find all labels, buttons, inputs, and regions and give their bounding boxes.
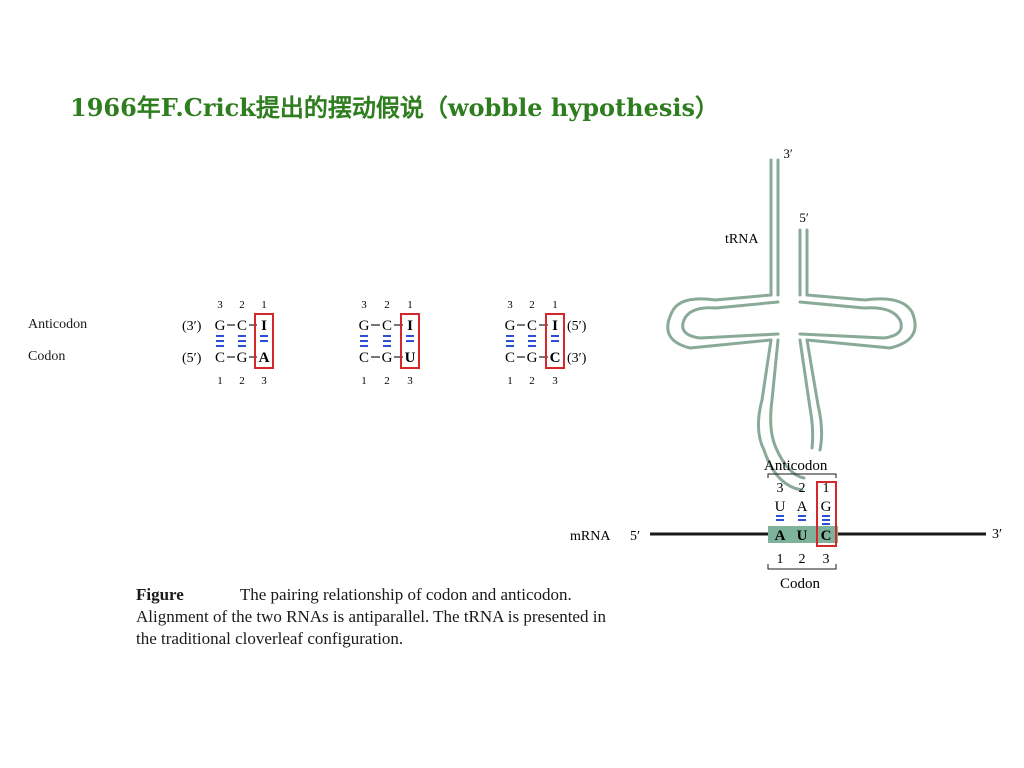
trna-3prime-label: 3′ bbox=[783, 146, 793, 161]
pairing-group-3: 3 2 1 G C I (5′) C G C (3′) 1 2 3 bbox=[505, 299, 587, 387]
anticodon-base: G bbox=[821, 499, 832, 515]
bottom-number: 1 bbox=[217, 375, 223, 387]
caption-text: The pairing relationship of codon and an… bbox=[136, 585, 606, 648]
top-number: 1 bbox=[407, 299, 413, 311]
anticodon-base: I bbox=[552, 318, 558, 334]
caption-figure-word: Figure bbox=[136, 585, 184, 604]
anticodon-base: C bbox=[237, 318, 247, 334]
codon-highlight bbox=[768, 526, 838, 543]
codon-base: G bbox=[382, 350, 393, 366]
bottom-number: 3 bbox=[261, 375, 267, 387]
codon-prefix: (5′) bbox=[182, 351, 202, 366]
pairing-group-1: 3 2 1 (3′) G C I (5′) C G A 1 2 3 bbox=[182, 299, 274, 387]
row-label-codon: Codon bbox=[28, 349, 66, 364]
anticodon-base: G bbox=[505, 318, 516, 334]
codon-base: C bbox=[359, 350, 369, 366]
top-number: 3 bbox=[217, 299, 223, 311]
hydrogen-bonds bbox=[216, 335, 268, 347]
pairing-diagrams: 3 2 1 (3′) G C I (5′) C G A 1 2 3 3 2 1 … bbox=[182, 299, 587, 387]
anticodon-suffix: (5′) bbox=[567, 319, 587, 334]
bottom-number: 1 bbox=[507, 375, 513, 387]
codon-base: G bbox=[527, 350, 538, 366]
anticodon-label: Anticodon bbox=[764, 458, 828, 474]
mrna-label: mRNA bbox=[570, 529, 611, 544]
hydrogen-bonds bbox=[506, 335, 559, 347]
codon-number: 2 bbox=[799, 552, 806, 567]
anticodon-base: C bbox=[382, 318, 392, 334]
anticodon-number: 1 bbox=[823, 481, 830, 496]
wobble-highlight-box bbox=[254, 313, 274, 369]
slide-title: 1966年F.Crick提出的摆动假说（wobble hypothesis） bbox=[70, 93, 719, 122]
anticodon-base: G bbox=[359, 318, 370, 334]
anticodon-base: G bbox=[215, 318, 226, 334]
top-number: 2 bbox=[384, 299, 390, 311]
codon-base: U bbox=[405, 350, 416, 366]
trna-label: tRNA bbox=[725, 232, 759, 247]
mrna-3prime-label: 3′ bbox=[992, 527, 1002, 542]
codon-base: A bbox=[775, 528, 786, 544]
bottom-number: 2 bbox=[239, 375, 245, 387]
top-number: 2 bbox=[529, 299, 535, 311]
anticodon-base: C bbox=[527, 318, 537, 334]
codon-base: G bbox=[237, 350, 248, 366]
bottom-number: 2 bbox=[384, 375, 390, 387]
anticodon-base: I bbox=[407, 318, 413, 334]
anticodon-number: 2 bbox=[799, 481, 806, 496]
codon-base: C bbox=[821, 528, 832, 544]
codon-number: 1 bbox=[777, 552, 784, 567]
bottom-number: 2 bbox=[529, 375, 535, 387]
wobble-highlight-box bbox=[400, 313, 420, 369]
top-number: 1 bbox=[261, 299, 267, 311]
codon-base: C bbox=[550, 350, 561, 366]
top-number: 3 bbox=[361, 299, 367, 311]
mrna-5prime-label: 5′ bbox=[630, 529, 640, 544]
codon-label: Codon bbox=[780, 576, 821, 592]
anticodon-number: 3 bbox=[777, 481, 784, 496]
bottom-number: 3 bbox=[407, 375, 413, 387]
row-label-anticodon: Anticodon bbox=[28, 317, 88, 332]
anticodon-base: A bbox=[797, 499, 808, 515]
bottom-number: 1 bbox=[361, 375, 367, 387]
anticodon-base: U bbox=[775, 499, 786, 515]
codon-base: U bbox=[797, 528, 808, 544]
wobble-highlight-box bbox=[816, 481, 837, 547]
hydrogen-bonds bbox=[360, 335, 414, 347]
codon-base: C bbox=[215, 350, 225, 366]
trna-hydrogen-bonds bbox=[776, 515, 830, 525]
anticodon-base: I bbox=[261, 318, 267, 334]
trna-5prime-label: 5′ bbox=[799, 210, 809, 225]
wobble-highlight-box bbox=[545, 313, 565, 369]
trna-diagram: 3′ 5′ tRNA Anticodon 3 2 1 U A G mRNA 5′… bbox=[570, 146, 1002, 592]
codon-number: 3 bbox=[823, 552, 830, 567]
top-number: 2 bbox=[239, 299, 245, 311]
top-number: 1 bbox=[552, 299, 558, 311]
trna-backbone bbox=[666, 158, 917, 492]
anticodon-prefix: (3′) bbox=[182, 319, 202, 334]
codon-base: C bbox=[505, 350, 515, 366]
codon-suffix: (3′) bbox=[567, 351, 587, 366]
codon-base: A bbox=[259, 350, 270, 366]
pairing-group-2: 3 2 1 G C I C G U 1 2 3 bbox=[359, 299, 420, 387]
bottom-number: 3 bbox=[552, 375, 558, 387]
top-number: 3 bbox=[507, 299, 513, 311]
